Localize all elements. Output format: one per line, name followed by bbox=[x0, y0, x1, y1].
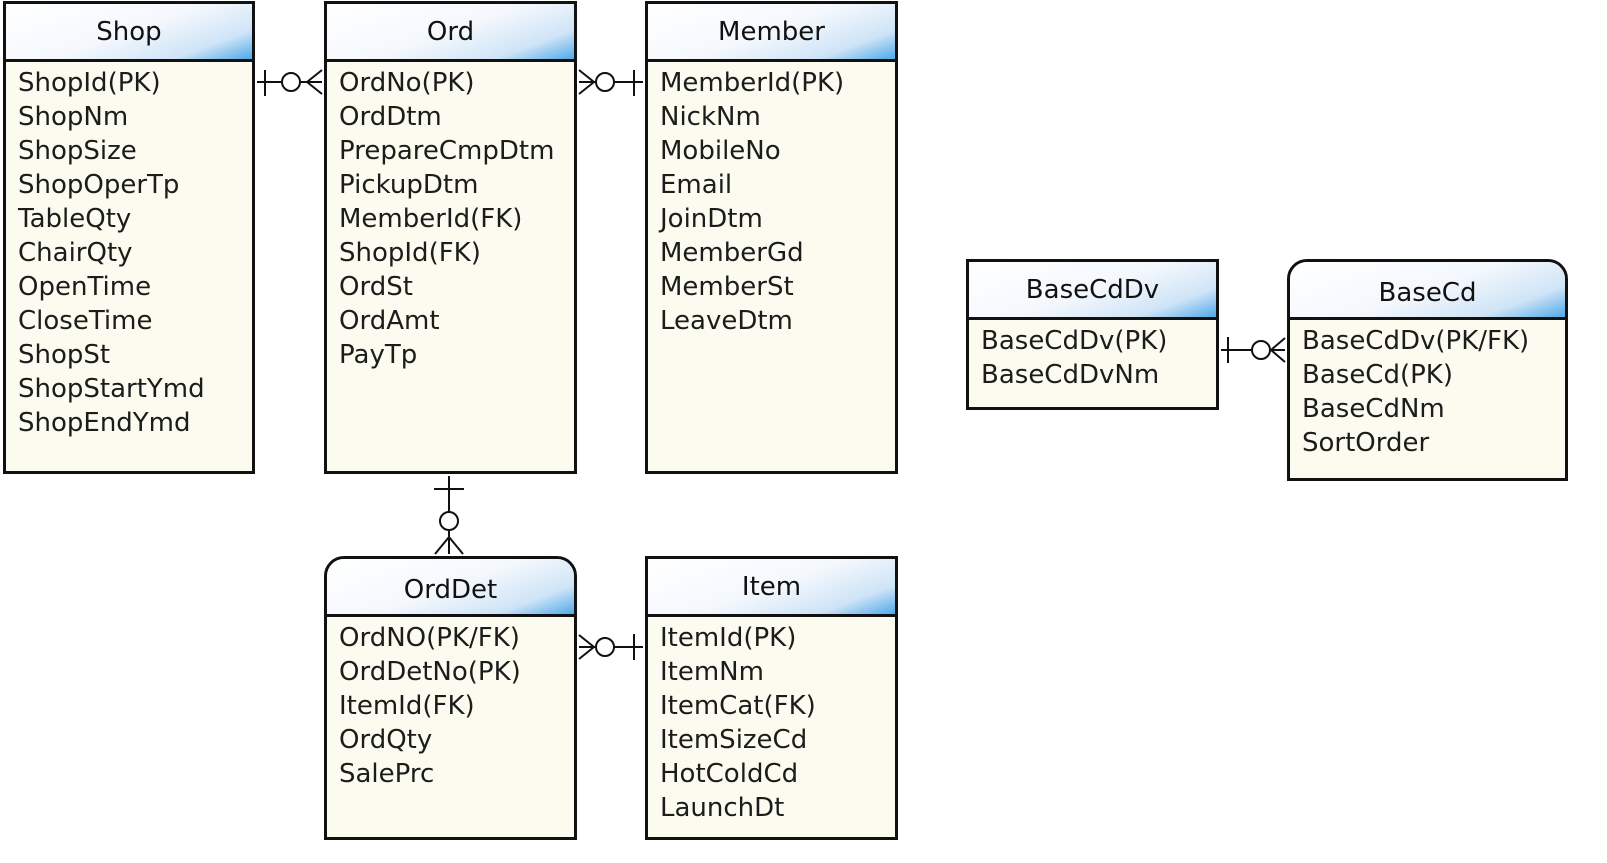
attribute: ShopStartYmd bbox=[18, 374, 205, 404]
attribute: PrepareCmpDtm bbox=[339, 136, 555, 166]
attribute: BaseCdDv(PK/FK) bbox=[1302, 326, 1530, 356]
attribute-list: OrdNo(PK) OrdDtm PrepareCmpDtm PickupDtm… bbox=[327, 62, 574, 372]
attribute-list: ShopId(PK) ShopNm ShopSize ShopOperTp Ta… bbox=[6, 62, 252, 440]
attribute: MobileNo bbox=[660, 136, 781, 166]
attribute: OrdAmt bbox=[339, 306, 440, 336]
attribute: PickupDtm bbox=[339, 170, 479, 200]
attribute: BaseCd(PK) bbox=[1302, 360, 1453, 390]
attribute: ShopId(FK) bbox=[339, 238, 481, 268]
relationship-ord-orddet bbox=[434, 476, 464, 555]
entity-header: BaseCd bbox=[1290, 262, 1565, 320]
entity-header: BaseCdDv bbox=[969, 262, 1216, 320]
attribute: OrdQty bbox=[339, 725, 433, 755]
entity-header: Item bbox=[648, 559, 895, 617]
attribute: SalePrc bbox=[339, 759, 435, 789]
attribute: OrdDetNo(PK) bbox=[339, 657, 521, 687]
attribute: BaseCdDvNm bbox=[981, 360, 1160, 390]
attribute-list: MemberId(PK) NickNm MobileNo Email JoinD… bbox=[648, 62, 895, 338]
attribute: SortOrder bbox=[1302, 428, 1430, 458]
relationship-member-ord bbox=[578, 69, 643, 96]
entity-header: Ord bbox=[327, 4, 574, 62]
entity-title: OrdDet bbox=[403, 574, 498, 605]
attribute: BaseCdNm bbox=[1302, 394, 1445, 424]
entity-ord: Ord OrdNo(PK) OrdDtm PrepareCmpDtm Picku… bbox=[324, 1, 577, 474]
attribute: ItemId(FK) bbox=[339, 691, 475, 721]
entity-title: BaseCdDv bbox=[1025, 274, 1160, 305]
entity-header: Shop bbox=[6, 4, 252, 62]
attribute: CloseTime bbox=[18, 306, 153, 336]
attribute: ItemSizeCd bbox=[660, 725, 808, 755]
entity-item: Item ItemId(PK) ItemNm ItemCat(FK) ItemS… bbox=[645, 556, 898, 840]
entity-member: Member MemberId(PK) NickNm MobileNo Emai… bbox=[645, 1, 898, 474]
entity-basecddv: BaseCdDv BaseCdDv(PK) BaseCdDvNm bbox=[966, 259, 1219, 410]
attribute-list: ItemId(PK) ItemNm ItemCat(FK) ItemSizeCd… bbox=[648, 617, 895, 825]
attribute: ShopId(PK) bbox=[18, 68, 161, 98]
attribute: OrdDtm bbox=[339, 102, 442, 132]
attribute: OrdSt bbox=[339, 272, 413, 302]
entity-shop: Shop ShopId(PK) ShopNm ShopSize ShopOper… bbox=[3, 1, 255, 474]
attribute-list: OrdNO(PK/FK) OrdDetNo(PK) ItemId(FK) Ord… bbox=[327, 617, 574, 791]
attribute: ItemCat(FK) bbox=[660, 691, 816, 721]
attribute: ShopEndYmd bbox=[18, 408, 191, 438]
relationship-shop-ord bbox=[257, 69, 323, 96]
attribute: MemberGd bbox=[660, 238, 804, 268]
attribute: OpenTime bbox=[18, 272, 152, 302]
entity-title: Item bbox=[741, 571, 802, 602]
entity-title: Member bbox=[718, 16, 825, 47]
entity-title: Shop bbox=[96, 16, 162, 47]
relationship-basecddv-basecd bbox=[1221, 337, 1286, 363]
entity-title: Ord bbox=[426, 16, 475, 47]
attribute-list: BaseCdDv(PK) BaseCdDvNm bbox=[969, 320, 1216, 392]
entity-basecd: BaseCd BaseCdDv(PK/FK) BaseCd(PK) BaseCd… bbox=[1287, 259, 1568, 481]
attribute: OrdNO(PK/FK) bbox=[339, 623, 520, 653]
entity-header: Member bbox=[648, 4, 895, 62]
attribute: OrdNo(PK) bbox=[339, 68, 475, 98]
attribute: MemberId(PK) bbox=[660, 68, 845, 98]
attribute: MemberSt bbox=[660, 272, 794, 302]
attribute: BaseCdDv(PK) bbox=[981, 326, 1168, 356]
attribute: LeaveDtm bbox=[660, 306, 793, 336]
attribute: TableQty bbox=[18, 204, 132, 234]
attribute: ShopOperTp bbox=[18, 170, 180, 200]
entity-title: BaseCd bbox=[1378, 277, 1477, 308]
attribute: ShopSt bbox=[18, 340, 111, 370]
attribute: Email bbox=[660, 170, 733, 200]
attribute: ShopSize bbox=[18, 136, 137, 166]
attribute: ItemId(PK) bbox=[660, 623, 797, 653]
attribute: ShopNm bbox=[18, 102, 129, 132]
relationship-item-orddet bbox=[578, 634, 643, 660]
attribute: ChairQty bbox=[18, 238, 133, 268]
attribute: MemberId(FK) bbox=[339, 204, 523, 234]
attribute: JoinDtm bbox=[660, 204, 763, 234]
attribute: PayTp bbox=[339, 340, 418, 370]
entity-header: OrdDet bbox=[327, 559, 574, 617]
attribute: HotColdCd bbox=[660, 759, 799, 789]
attribute: LaunchDt bbox=[660, 793, 785, 823]
attribute-list: BaseCdDv(PK/FK) BaseCd(PK) BaseCdNm Sort… bbox=[1290, 320, 1565, 460]
entity-orddet: OrdDet OrdNO(PK/FK) OrdDetNo(PK) ItemId(… bbox=[324, 556, 577, 840]
attribute: NickNm bbox=[660, 102, 761, 132]
attribute: ItemNm bbox=[660, 657, 764, 687]
